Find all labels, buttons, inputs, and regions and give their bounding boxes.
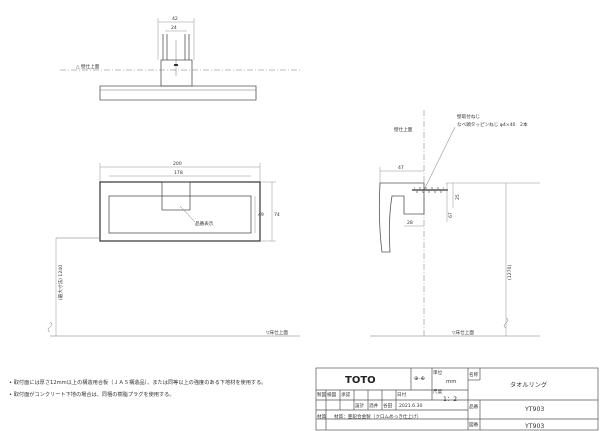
side-wall-label: 壁仕上面: [394, 126, 413, 133]
stamp-value-3: 谷田: [383, 402, 393, 409]
dim-28: 28: [407, 220, 413, 226]
unit-value: mm: [446, 379, 457, 385]
stamp-label-3: 承認: [341, 391, 351, 398]
notes-block: • 取付面には厚さ12mm以上の構造用合板（ＪＡＳ構造品）、または同等以上の強度…: [9, 378, 266, 398]
dim-42: 42: [172, 16, 178, 22]
name-label: 名称: [469, 371, 479, 378]
note-2: • 取付面がコンクリート下地の場合は、同梱の樹脂プラグを使用する。: [9, 390, 175, 398]
material-value: 材質：亜鉛合金製（クロムめっき仕上げ）: [334, 413, 421, 420]
drawing-no-label: 図番: [469, 421, 479, 428]
mount-height-label: (最大寸法): [57, 278, 64, 300]
scale-label: 尺度: [433, 388, 443, 395]
front-view: 200 178 品番表示 49 74 (最大寸法) 1240 ▽床仕上面: [47, 161, 300, 337]
screw-note-1: 壁取付ねじ: [457, 113, 480, 120]
mount-height-value: 1240: [58, 265, 64, 277]
mount-height: (最大寸法) 1240: [57, 265, 64, 300]
dim-25: 25: [455, 194, 461, 200]
dim-74: 74: [274, 212, 280, 218]
title-block: TOTO ⊕-⊕ 単位 mm 尺度 1：2 名称 タオルリング 製図 検図 承認…: [315, 367, 599, 431]
front-floor-label: ▽床仕上面: [266, 329, 288, 336]
name-value: タオルリング: [510, 381, 547, 389]
date-value: 2021.6.30: [399, 403, 422, 409]
stamp-value-1: 設計: [355, 402, 365, 409]
dim-200: 200: [173, 161, 182, 167]
side-floor-label: ▽床仕上面: [452, 329, 474, 336]
brand-logo: TOTO: [345, 375, 376, 386]
dim-47: 47: [398, 165, 404, 171]
product-label: 品番表示: [195, 220, 214, 227]
screw-note-2: なべ頭タッピンねじ φ4×40 2本: [457, 121, 528, 128]
stamp-label-1: 製図: [317, 391, 327, 398]
dim-24: 24: [171, 25, 177, 31]
stamp-label-2: 検図: [327, 391, 337, 398]
dim-178: 178: [174, 170, 183, 176]
scale-symbol: ⊕-⊕: [414, 376, 425, 382]
model-value: YT903: [524, 406, 544, 413]
dim-67: 67: [448, 212, 454, 218]
scale-value: 1：2: [443, 396, 457, 403]
side-view: 壁取付ねじ なべ頭タッピンねじ φ4×40 2本 壁仕上面 47 25 67 2…: [370, 110, 540, 337]
material-label: 材質: [317, 413, 327, 420]
unit-label: 単位: [433, 369, 443, 376]
stamp-value-2: 酒井: [369, 402, 379, 409]
top-view: 42 24 △ 壁仕上面: [60, 16, 300, 101]
drawing-no-value: YT903: [524, 423, 544, 430]
dim-right: (1270): [507, 265, 513, 280]
date-label: 日付: [397, 391, 407, 398]
dim-49: 49: [258, 212, 264, 218]
model-label: 品番: [469, 403, 479, 410]
top-wall-label: △ 壁仕上面: [76, 63, 100, 70]
note-1: • 取付面には厚さ12mm以上の構造用合板（ＪＡＳ構造品）、または同等以上の強度…: [9, 378, 266, 386]
